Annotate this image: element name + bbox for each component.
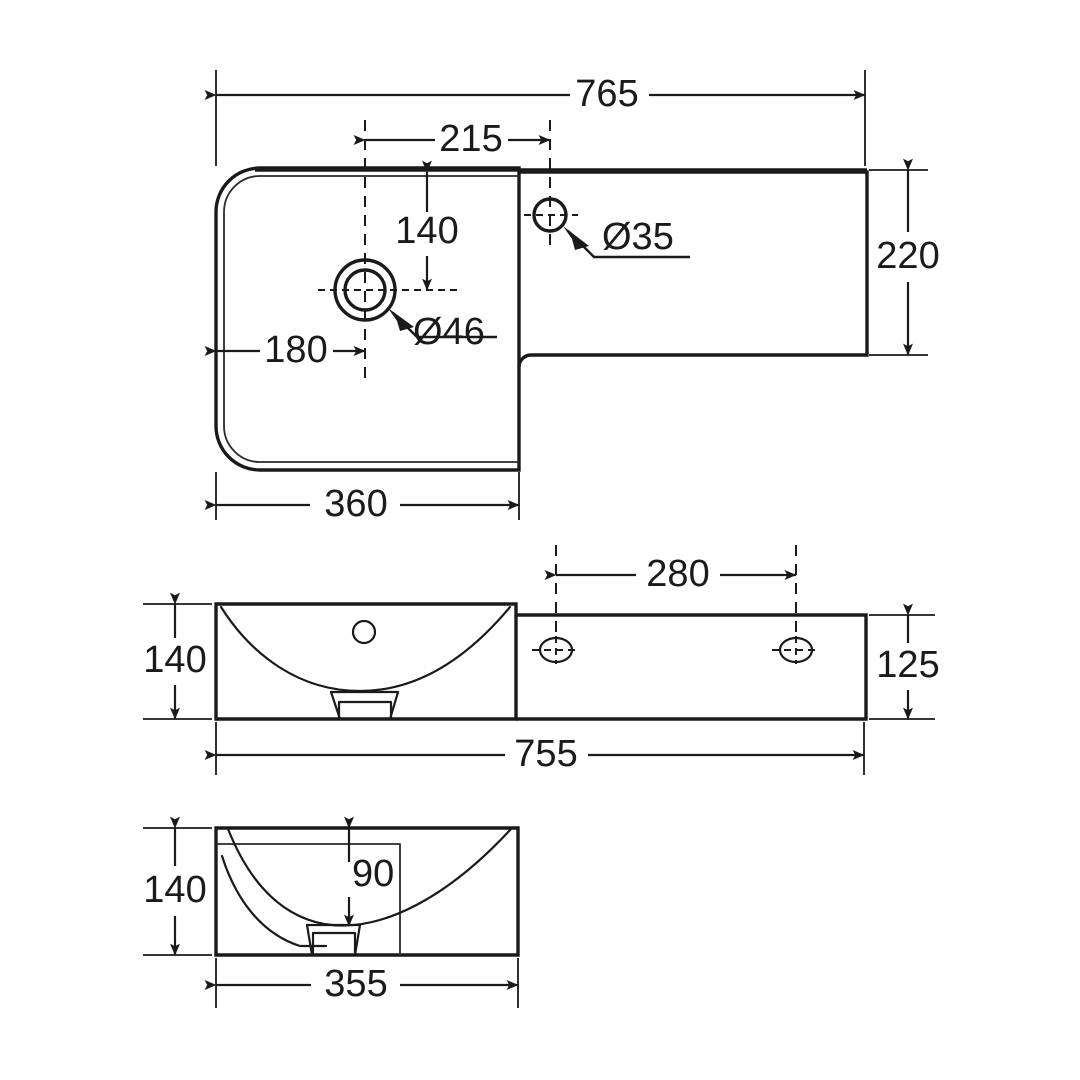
dim-355-label: 355 xyxy=(324,963,387,1005)
front-view-tap-hole-left xyxy=(532,636,580,664)
top-view-bowl-inner-rim xyxy=(223,175,520,463)
side-view-overflow-detail xyxy=(305,923,362,957)
front-view: 280 140 125 755 xyxy=(143,545,940,775)
side-view-outline xyxy=(214,826,520,957)
side-view: 90 140 355 xyxy=(143,816,520,1008)
dim-140-top-label: 140 xyxy=(395,210,458,252)
dim-125-label: 125 xyxy=(876,644,939,686)
side-view-bowl-lower-curve xyxy=(220,854,328,948)
front-view-bowl-curve xyxy=(219,605,512,693)
dim-140-front-label: 140 xyxy=(143,639,206,681)
dim-280-label: 280 xyxy=(646,553,709,595)
top-view: 765 215 140 Ø46 Ø35 180 360 220 xyxy=(204,70,940,525)
dim-360-label: 360 xyxy=(324,483,387,525)
front-view-shelf-outline xyxy=(516,613,868,721)
diameter-35-leader-arrow xyxy=(563,226,589,250)
front-view-drain-hole xyxy=(351,619,377,645)
top-view-shelf-outline xyxy=(517,170,869,368)
diameter-46-label: Ø46 xyxy=(413,311,485,353)
dim-215-label: 215 xyxy=(439,118,502,160)
side-view-inner-rectangle xyxy=(215,843,401,956)
diameter-35-label: Ø35 xyxy=(602,216,674,258)
dim-755-label: 755 xyxy=(514,733,577,775)
dim-90-label: 90 xyxy=(352,853,394,895)
dim-180-label: 180 xyxy=(264,329,327,371)
top-view-bowl-outline xyxy=(214,166,521,472)
dim-140-side-label: 140 xyxy=(143,869,206,911)
front-view-tap-hole-right xyxy=(772,636,820,664)
front-view-overflow-detail xyxy=(329,690,400,721)
diameter-46-leader-arrow xyxy=(388,308,414,331)
dim-765-label: 765 xyxy=(575,73,638,115)
dim-220-label: 220 xyxy=(876,235,939,277)
